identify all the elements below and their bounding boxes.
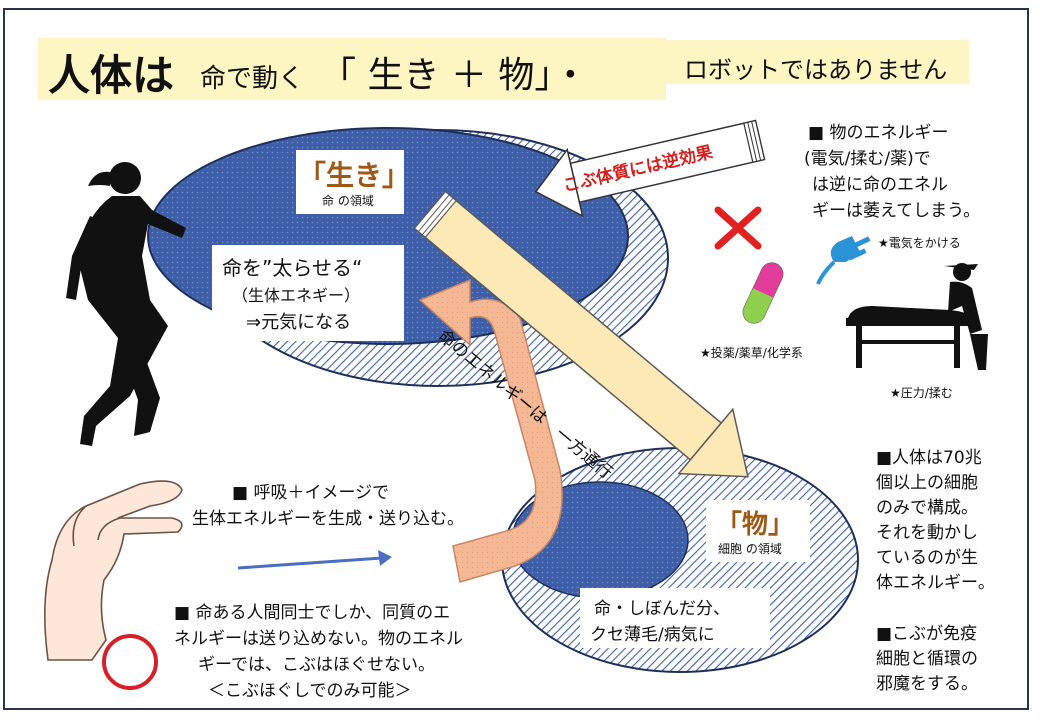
human-line1: ■ 命ある人間同士でしか、同質のエ xyxy=(174,603,451,623)
title-part3: 「 生き ＋ 物」・ xyxy=(320,55,589,96)
body-note-line: それを動かし xyxy=(876,523,978,543)
runner-silhouette-icon xyxy=(66,162,186,446)
human-line3: ギーでは、こぶはほぐせない。 xyxy=(198,655,435,675)
fatten-line2: （生体エネギー） xyxy=(232,286,361,305)
breath-line1: ■ 呼吸＋イメージで xyxy=(232,483,390,503)
body-note-line: のみで構成。 xyxy=(876,498,978,518)
matter-energy-line3: は逆に命のエネル xyxy=(812,175,948,195)
pressure-label: ★圧力/揉む xyxy=(890,386,953,400)
fatten-line1: 命を”太らせる“ xyxy=(222,256,363,280)
wither-box-bg xyxy=(580,588,770,648)
return-arrow xyxy=(418,278,563,583)
drug-label: ★投薬/薬草/化学系 xyxy=(700,346,803,360)
wither-line1: 命・しぼんだ分、 xyxy=(594,599,730,619)
fatten-line3: ⇒元気になる xyxy=(246,312,352,333)
matter-energy-line1: ■ 物のエネルギー xyxy=(808,123,949,143)
life-label-bg xyxy=(296,150,404,214)
circle-icon xyxy=(102,634,158,690)
blue-arrow xyxy=(237,550,392,570)
matter-region-label: 「物」 xyxy=(716,510,795,540)
body-note-line: ■人体は70兆 xyxy=(876,448,982,468)
life-region-sublabel: 命 の領域 xyxy=(322,194,374,208)
kobu-note-line: 細胞と循環の xyxy=(876,649,978,669)
title-part1: 人体は xyxy=(48,51,175,100)
massage-table-icon xyxy=(846,263,988,370)
body-note: ■人体は70兆 個以上の細胞 のみで構成。 それを動かし ているのが生 体エネル… xyxy=(876,446,995,596)
kobu-note-line: ■こぶが免疫 xyxy=(876,624,978,644)
title-part2: 命で動く xyxy=(200,64,305,94)
electric-label: ★電気をかける xyxy=(878,236,961,250)
title-part4: ロボットではありません xyxy=(684,56,948,84)
body-note-line: 体エネルギー。 xyxy=(876,573,995,593)
life-region-label: 「生き」 xyxy=(298,159,411,192)
matter-region-sublabel: 細胞 の領域 xyxy=(718,542,782,556)
one-way-arrow xyxy=(413,190,749,478)
wither-line2: クセ薄毛/病気に xyxy=(590,625,715,645)
matter-energy-line4: ギーは萎えてしまう。 xyxy=(812,201,981,221)
cross-icon xyxy=(714,206,762,250)
fatten-box-bg xyxy=(212,245,404,341)
hand-pinch-icon xyxy=(44,480,183,661)
matter-energy-line2: (電気/揉む/薬)で xyxy=(804,149,931,169)
human-line4: ＜こぶほぐしでのみ可能＞ xyxy=(208,681,412,701)
breath-line2: 生体エネルギーを生成・送り込む。 xyxy=(192,509,464,529)
human-line2: ネルギーは送り込めない。物のエネル xyxy=(174,629,463,649)
matter-label-bg xyxy=(706,500,810,562)
pill-icon xyxy=(742,262,784,324)
kobu-note-line: 邪魔をする。 xyxy=(876,674,978,694)
kobu-note: ■こぶが免疫 細胞と循環の 邪魔をする。 xyxy=(876,622,978,697)
body-note-line: 個以上の細胞 xyxy=(876,473,978,493)
reverse-arrow xyxy=(534,119,766,218)
page-frame xyxy=(3,8,1029,710)
title-background xyxy=(38,38,666,100)
body-note-line: ているのが生 xyxy=(876,548,978,568)
title-background-right xyxy=(666,40,969,84)
plug-icon xyxy=(816,236,871,285)
